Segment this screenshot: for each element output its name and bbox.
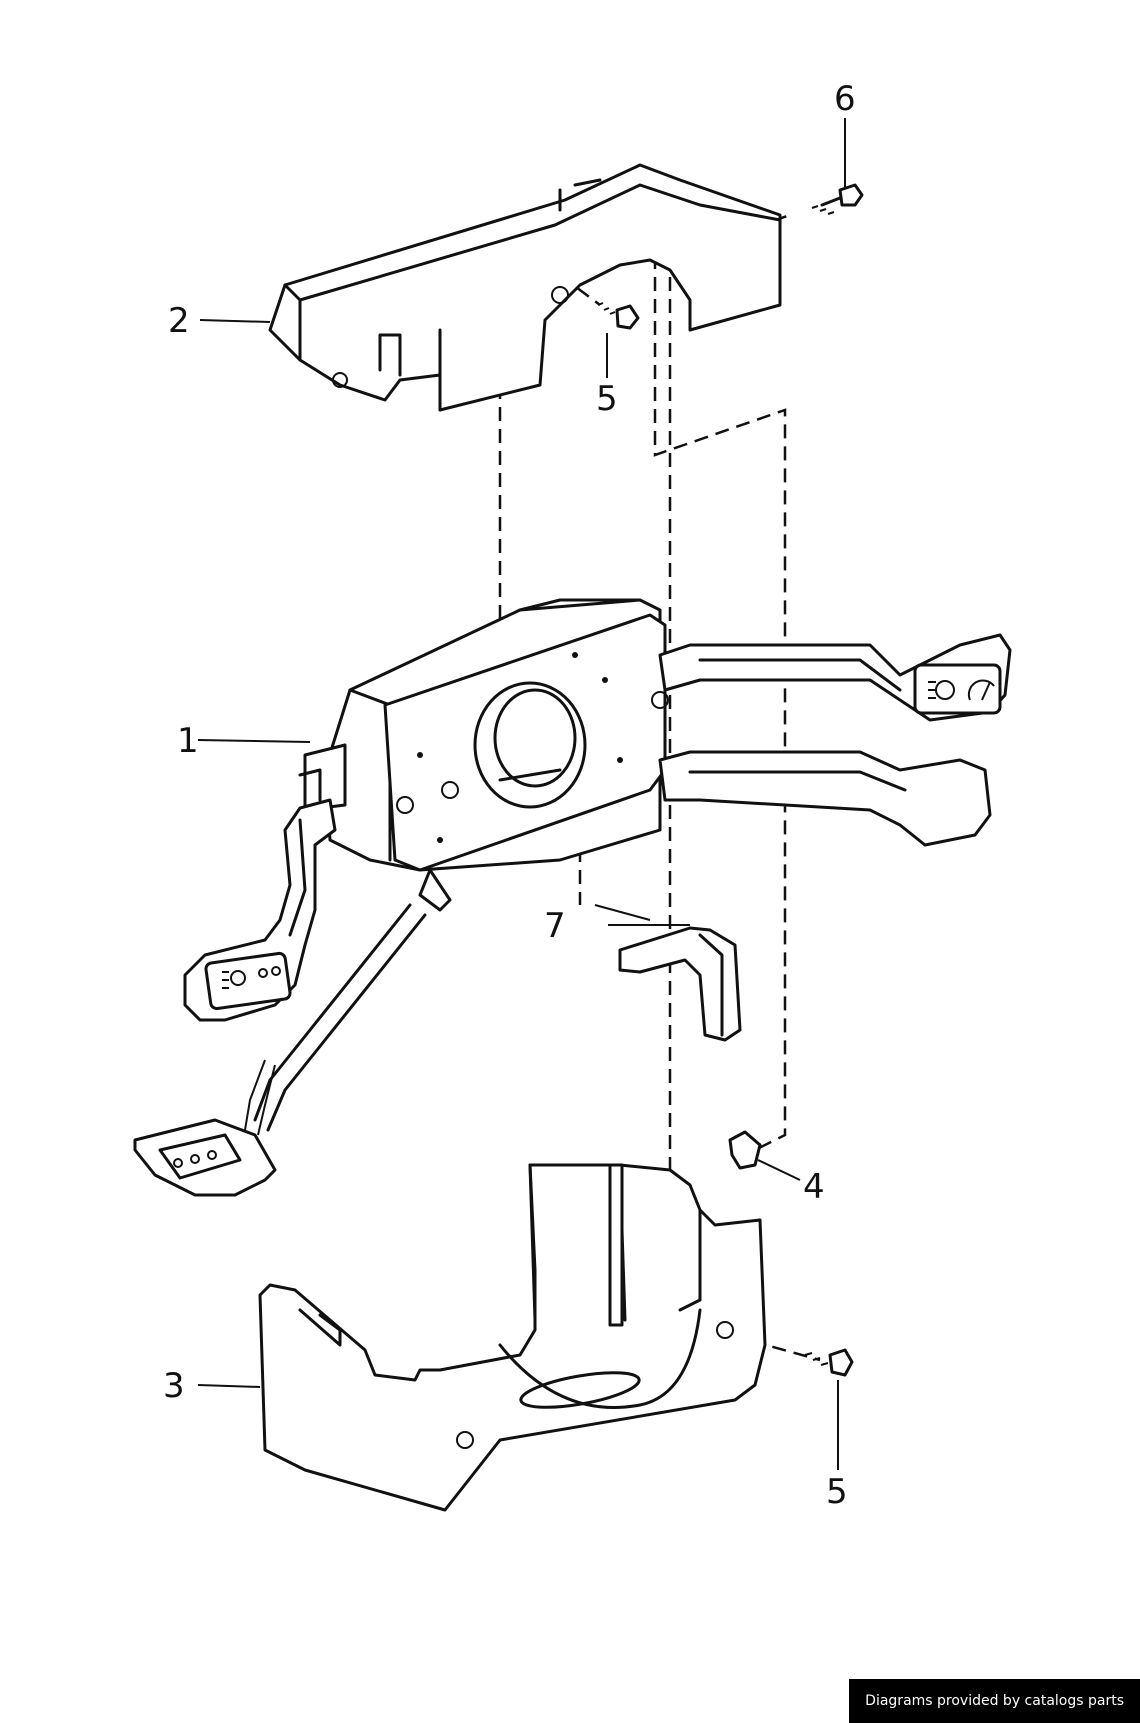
wiper-icon — [967, 679, 995, 701]
callout-7: 7 — [544, 906, 566, 946]
callout-2: 2 — [168, 301, 190, 341]
callout-5-upper: 5 — [596, 379, 618, 419]
callout-4: 4 — [803, 1167, 825, 1207]
lever-part-7 — [594, 904, 742, 1042]
callout-3: 3 — [163, 1366, 185, 1406]
diagram-credit: Diagrams provided by catalogs parts — [849, 1679, 1140, 1723]
light-stalk — [183, 798, 337, 1022]
screw-part-6 — [811, 183, 864, 215]
lower-column-cover — [258, 1163, 767, 1512]
wire-harness — [133, 868, 452, 1197]
wiper-stalk — [658, 633, 1012, 722]
clip-part-4 — [728, 1130, 762, 1170]
callout-labels: 1 2 3 4 5 5 6 7 — [163, 79, 856, 1512]
screw-part-5-lower — [804, 1348, 854, 1377]
cruise-stalk — [658, 750, 992, 847]
leader-lines — [197, 118, 846, 1470]
parking-light-icon — [222, 966, 281, 989]
callout-5-lower: 5 — [826, 1472, 848, 1512]
screw-part-5-upper — [597, 302, 640, 330]
upper-column-cover — [268, 163, 782, 412]
callout-1: 1 — [177, 721, 199, 761]
headlight-icon — [928, 680, 955, 700]
combination-switch — [298, 598, 669, 872]
callout-6: 6 — [834, 79, 856, 119]
